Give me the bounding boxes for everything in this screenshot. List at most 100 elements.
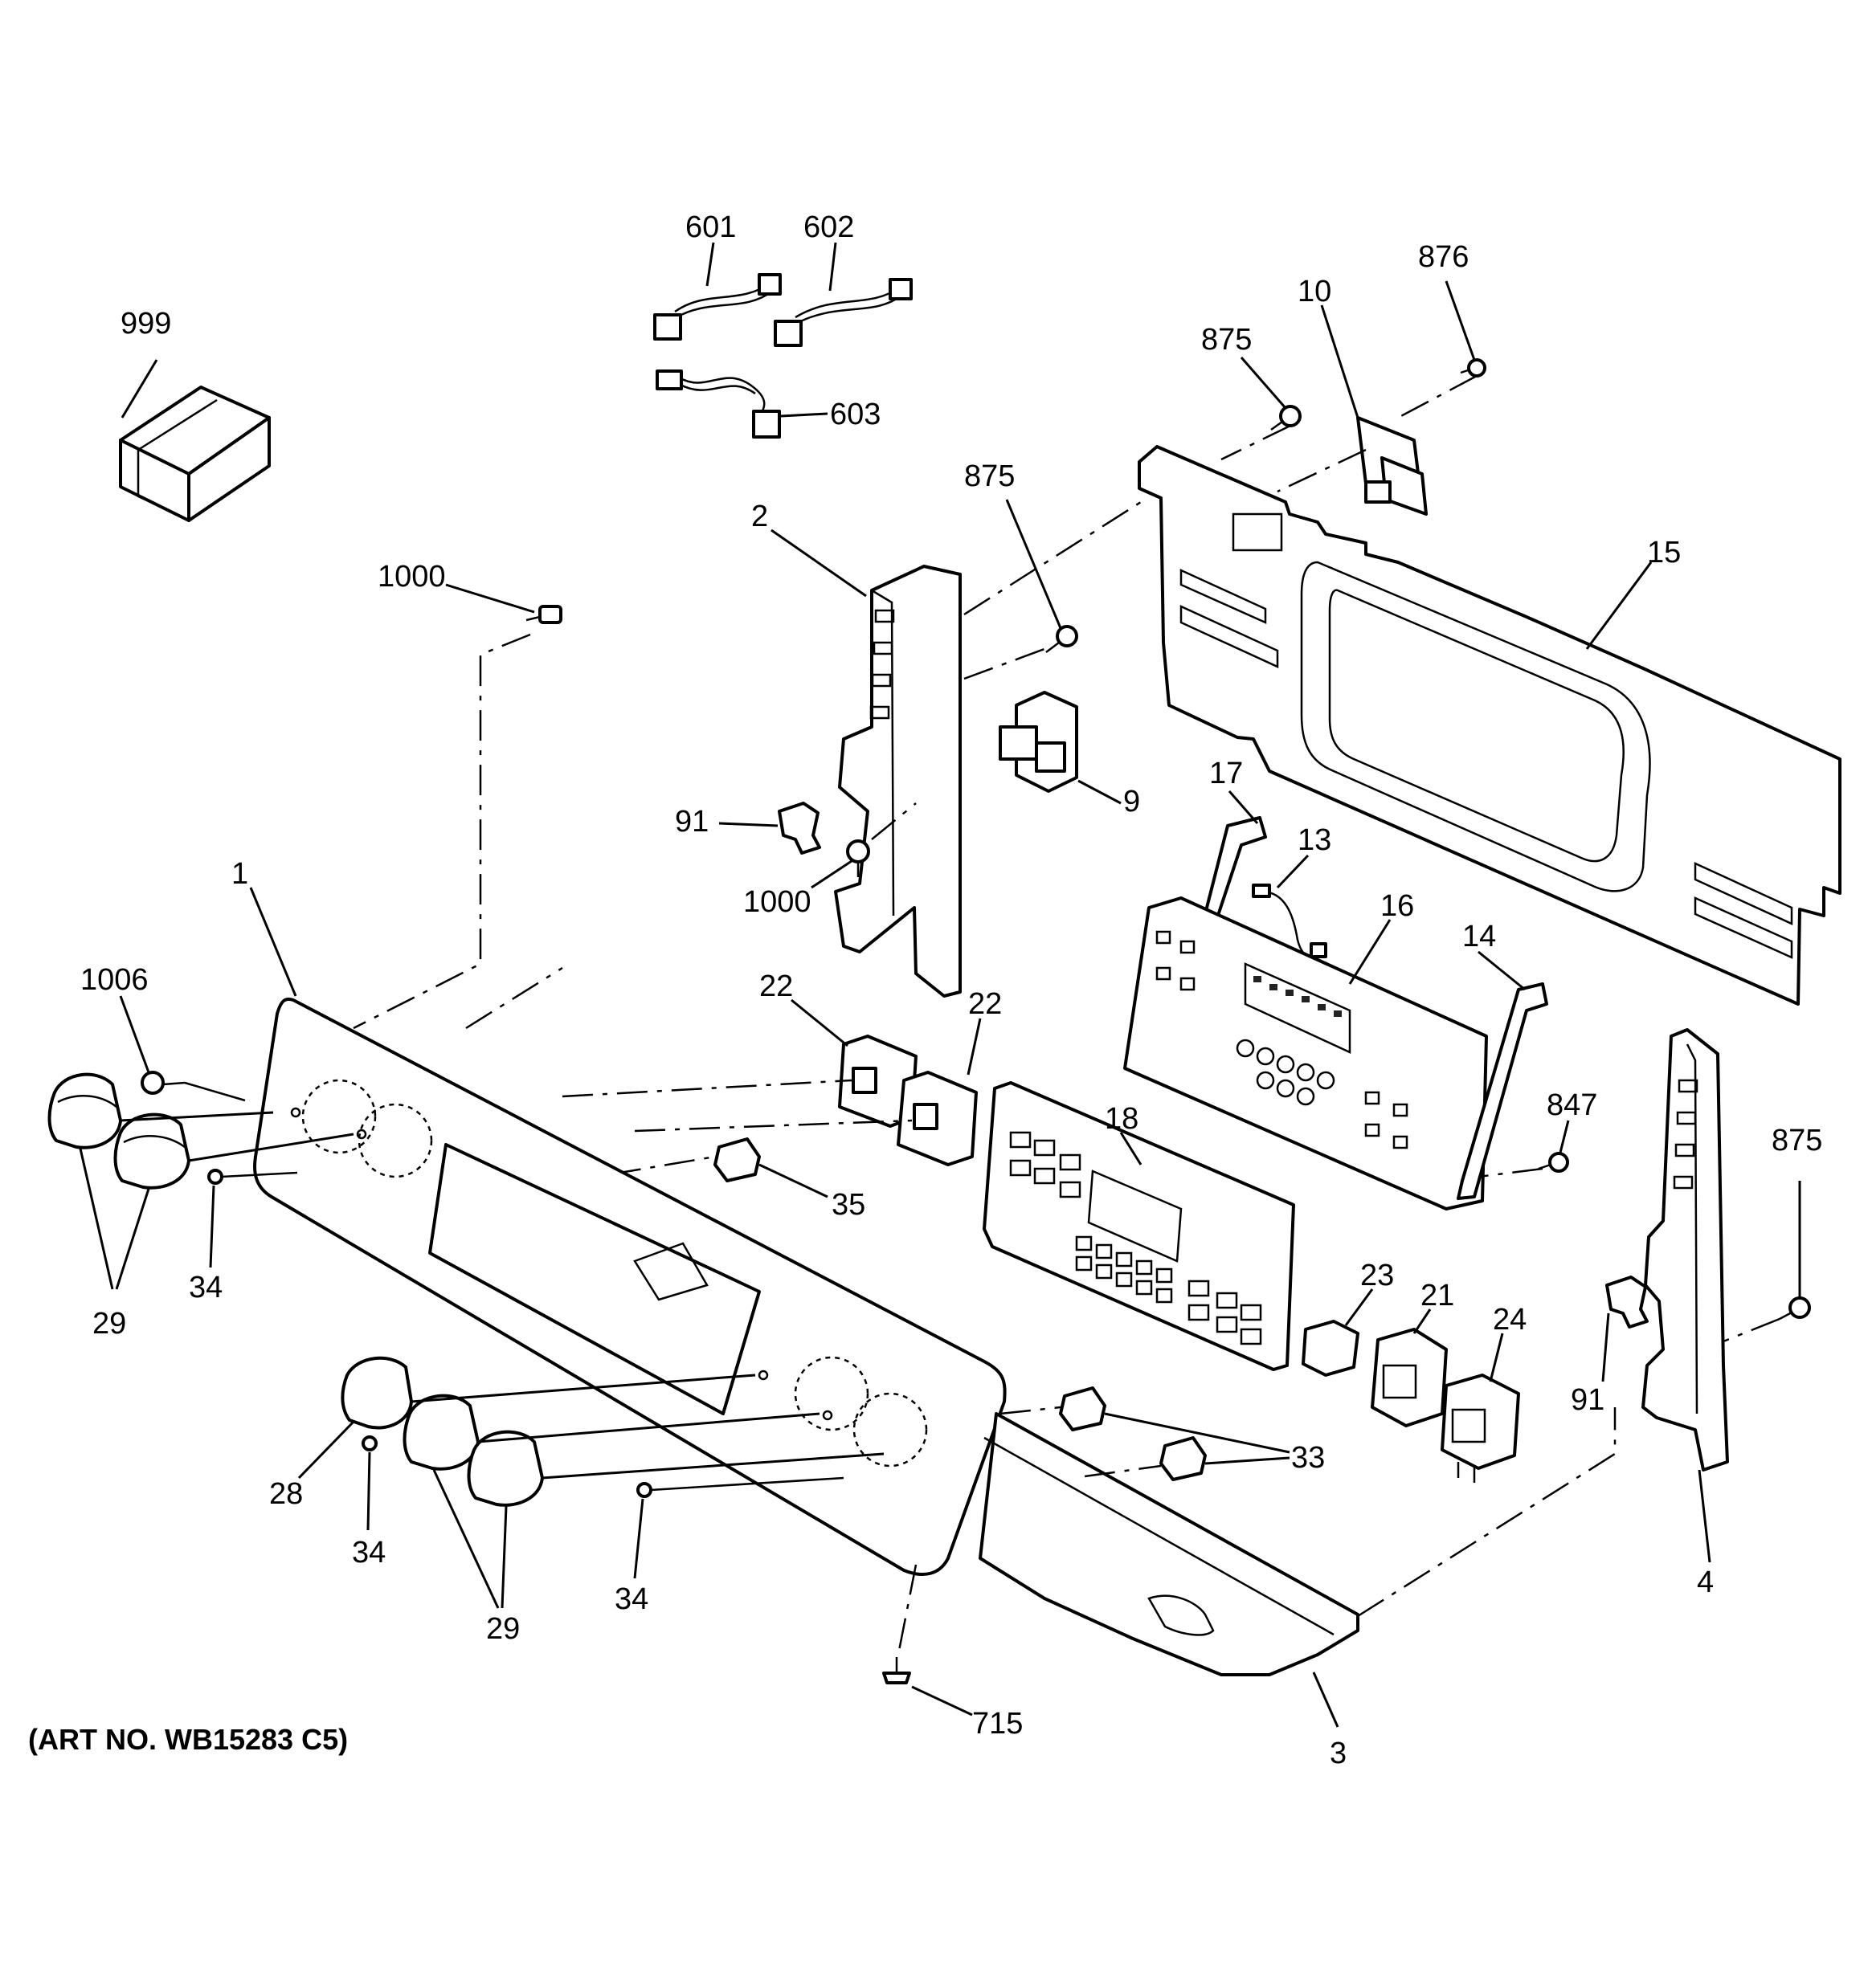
leader-876	[1445, 280, 1476, 361]
callout-labels: 999 601 602 603 875 875 875 876 10 15 2 …	[28, 210, 1822, 1770]
leader-29-bottom-b	[501, 1505, 508, 1609]
part-1-main-panel	[253, 998, 1007, 1576]
leader-33-a	[1104, 1412, 1290, 1454]
callout-10: 10	[1298, 275, 1331, 308]
callout-34-left: 34	[189, 1271, 223, 1304]
callout-91-right: 91	[1571, 1383, 1604, 1417]
callout-18: 18	[1105, 1102, 1138, 1136]
part-999-box	[119, 386, 271, 522]
callout-4: 4	[1697, 1565, 1714, 1599]
callout-602: 602	[803, 210, 854, 244]
part-601-harness	[653, 273, 782, 341]
part-33-rocker-lower	[1159, 1436, 1207, 1481]
leader-29-left-a	[79, 1148, 114, 1290]
callout-9: 9	[1123, 785, 1140, 818]
part-16-control-board	[1123, 896, 1488, 1210]
leader-91-left	[718, 822, 779, 827]
knob-axis-a	[120, 1111, 274, 1122]
screw-875-right	[1779, 1296, 1811, 1321]
callout-2: 2	[751, 500, 768, 533]
leader-91-right	[1601, 1312, 1610, 1382]
callout-875-right: 875	[1772, 1124, 1822, 1157]
knob-axis-d	[477, 1412, 820, 1443]
leader-847	[1559, 1120, 1570, 1153]
leader-23	[1344, 1288, 1374, 1326]
leader-875-mid	[1005, 499, 1062, 629]
screw-34-mid	[362, 1435, 378, 1451]
leader-602	[828, 242, 837, 292]
callout-29-bottom: 29	[486, 1612, 520, 1646]
leader-603	[780, 412, 828, 418]
leader-4	[1698, 1469, 1711, 1563]
part-29-knob-d	[467, 1430, 544, 1507]
leader-715	[911, 1685, 973, 1717]
part-15-rear-panel	[1138, 445, 1841, 1006]
callout-28: 28	[269, 1477, 303, 1511]
screw-34-left	[207, 1169, 298, 1185]
leader-999	[121, 359, 158, 418]
part-21-switch	[1371, 1328, 1448, 1427]
callout-1: 1	[231, 857, 248, 891]
leader-34-left	[209, 1185, 215, 1268]
callout-3: 3	[1330, 1737, 1347, 1770]
callout-1006: 1006	[80, 963, 149, 997]
part-28-knob	[341, 1356, 413, 1430]
callout-1000-lower: 1000	[743, 885, 811, 919]
callout-847: 847	[1547, 1088, 1597, 1122]
leader-601	[705, 242, 715, 287]
leader-34-right	[633, 1498, 644, 1579]
callout-23: 23	[1360, 1259, 1394, 1292]
part-2-side-bracket	[834, 565, 962, 998]
callout-34-mid: 34	[352, 1536, 386, 1570]
callout-875-top: 875	[1201, 323, 1252, 357]
leader-14	[1478, 950, 1526, 991]
part-29-knob-b	[113, 1112, 190, 1190]
screw-715	[882, 1657, 911, 1684]
callout-35: 35	[832, 1188, 865, 1222]
part-14-bracket	[1457, 982, 1548, 1200]
part-22-switch-right	[897, 1071, 978, 1166]
knob-axis-c	[411, 1374, 756, 1403]
leader-22-right	[967, 1018, 982, 1076]
part-13-wire	[1252, 884, 1327, 958]
part-33-rocker-upper	[1059, 1386, 1106, 1431]
screw-876	[1460, 358, 1486, 378]
knob-axis-b	[188, 1133, 354, 1162]
part-603-harness	[656, 369, 781, 439]
callout-999: 999	[121, 307, 171, 341]
leader-28	[297, 1420, 355, 1480]
leader-22-left	[791, 998, 848, 1047]
callout-1000-upper: 1000	[378, 560, 446, 594]
part-18-overlay	[983, 1081, 1295, 1371]
callout-24: 24	[1493, 1303, 1527, 1337]
leader-2	[770, 529, 867, 598]
knob-axis-e	[542, 1452, 885, 1480]
callout-601: 601	[685, 210, 736, 244]
part-10-bracket	[1356, 416, 1428, 516]
leader-16	[1348, 919, 1392, 985]
leader-1000-upper	[445, 583, 535, 614]
screw-1000-upper	[525, 605, 562, 624]
art-number: (ART NO. WB15283 C5)	[28, 1723, 348, 1756]
part-24-switch	[1441, 1374, 1520, 1483]
callout-22-right: 22	[968, 987, 1002, 1021]
leader-24	[1489, 1333, 1504, 1382]
leader-10	[1320, 304, 1359, 418]
callout-21: 21	[1420, 1279, 1454, 1312]
callout-15: 15	[1647, 536, 1681, 569]
part-3-lower-trim	[979, 1412, 1359, 1676]
part-4-side-bracket	[1641, 1028, 1729, 1472]
leader-1000-lower	[811, 859, 852, 889]
part-23-switch	[1302, 1320, 1359, 1377]
callout-715: 715	[972, 1707, 1023, 1741]
screw-875-top	[1270, 405, 1302, 431]
part-91-clip-right	[1605, 1276, 1649, 1329]
leader-3	[1312, 1672, 1339, 1728]
part-35-rocker	[713, 1137, 761, 1182]
part-602-harness	[774, 278, 913, 347]
callout-29-left: 29	[92, 1307, 126, 1341]
part-9-relay	[999, 691, 1078, 793]
callout-91-left: 91	[675, 805, 709, 839]
callout-16: 16	[1380, 889, 1414, 923]
